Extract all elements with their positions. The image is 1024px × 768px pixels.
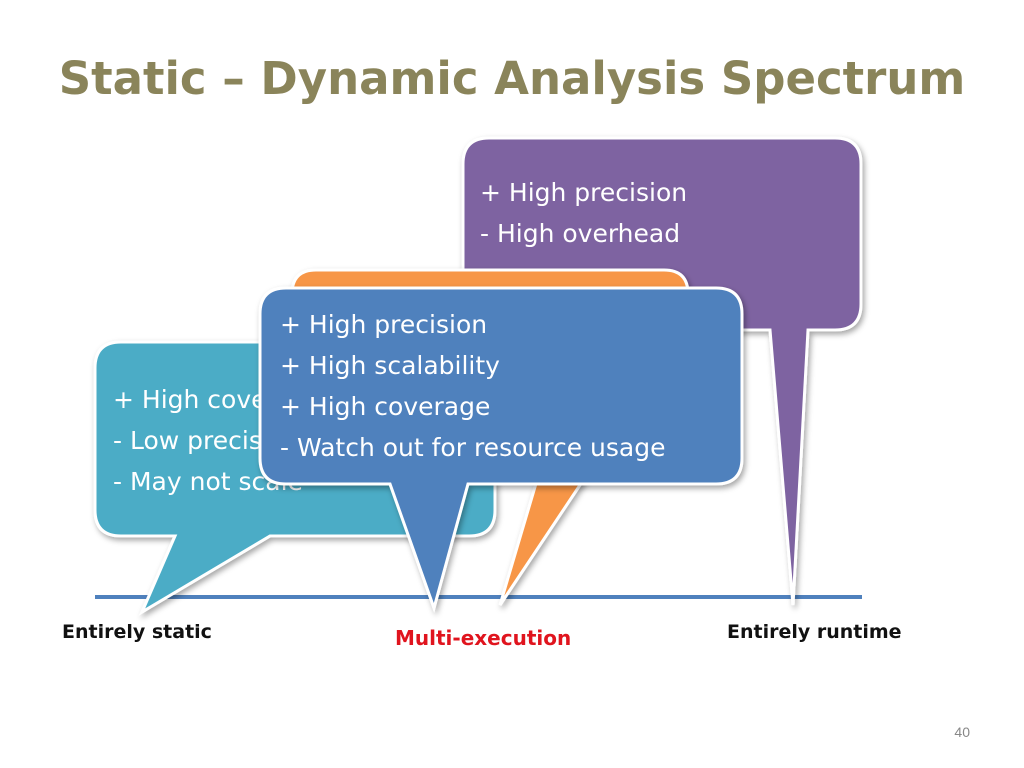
bubble-runtime-line-1: + High precision — [480, 178, 688, 207]
bubble-multi-execution-shape — [258, 286, 744, 614]
axis-label-entirely-runtime: Entirely runtime — [727, 621, 902, 643]
axis-label-multi-execution: Multi-execution — [395, 626, 572, 650]
bubble-multi-execution — [258, 286, 744, 614]
bubble-multi-execution-line-1: + High precision — [280, 310, 488, 339]
slide-title: Static – Dynamic Analysis Spectrum — [58, 52, 966, 105]
bubble-runtime-shape — [461, 136, 863, 606]
bubble-multi-execution-text: + High precision + High scalability + Hi… — [280, 304, 665, 468]
page-number: 40 — [954, 724, 970, 740]
bubble-multi-execution-line-4: - Watch out for resource usage — [280, 433, 666, 462]
bubble-multi-execution-line-3: + High coverage — [280, 392, 491, 421]
bubble-runtime-text: + High precision - High overhead — [480, 172, 687, 254]
bubble-runtime — [461, 136, 863, 606]
bubble-runtime-line-2: - High overhead — [480, 219, 681, 248]
axis-label-entirely-static: Entirely static — [62, 621, 212, 643]
bubble-multi-execution-line-2: + High scalability — [280, 351, 500, 380]
